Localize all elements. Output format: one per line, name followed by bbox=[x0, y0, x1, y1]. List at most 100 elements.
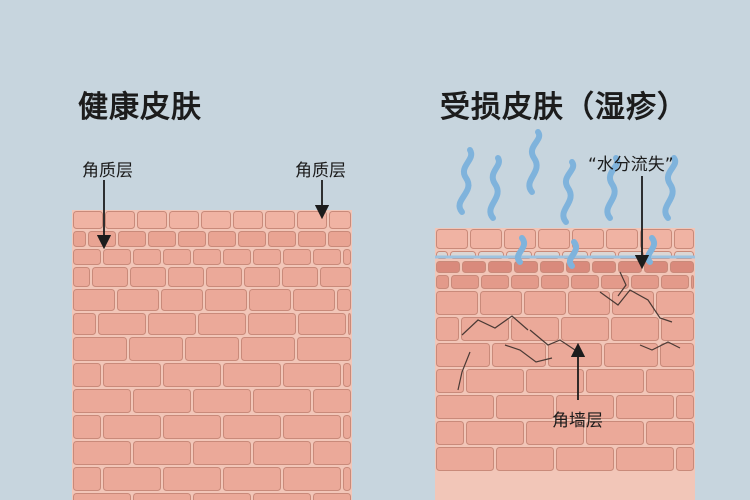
skin-cell bbox=[540, 261, 564, 273]
skin-cell bbox=[561, 317, 609, 341]
skin-cell bbox=[611, 317, 659, 341]
skin-cell bbox=[298, 231, 326, 247]
skin-cell bbox=[313, 493, 351, 500]
skin-cell bbox=[193, 389, 251, 413]
skin-cell bbox=[223, 467, 281, 491]
skin-cell bbox=[238, 231, 266, 247]
skin-cell bbox=[130, 267, 166, 287]
skin-cell bbox=[73, 363, 101, 387]
skin-cell bbox=[133, 389, 191, 413]
skin-cell bbox=[73, 389, 131, 413]
skin-cell bbox=[169, 211, 199, 229]
skin-cell bbox=[461, 317, 509, 341]
skin-cell bbox=[466, 421, 524, 445]
skin-cell bbox=[163, 415, 221, 439]
skin-cell bbox=[253, 249, 281, 265]
skin-cell bbox=[73, 493, 131, 500]
skin-cell bbox=[618, 261, 642, 273]
label-arrows bbox=[96, 176, 650, 400]
skin-cell bbox=[524, 291, 566, 315]
skin-cell bbox=[436, 317, 459, 341]
skin-cell bbox=[168, 267, 204, 287]
water-wave bbox=[560, 159, 577, 225]
skin-cell bbox=[178, 231, 206, 247]
skin-cell bbox=[586, 369, 644, 393]
skin-cell bbox=[249, 289, 291, 311]
healthy-skin-block bbox=[72, 210, 352, 500]
damaged-bottom-label: 角墙层 bbox=[552, 411, 603, 431]
skin-cell bbox=[343, 363, 351, 387]
skin-cell bbox=[586, 421, 644, 445]
skin-cell bbox=[571, 275, 599, 289]
skin-cell bbox=[73, 441, 131, 465]
skin-cell bbox=[223, 249, 251, 265]
skin-cell bbox=[661, 317, 694, 341]
skin-cell bbox=[205, 289, 247, 311]
skin-cell bbox=[436, 275, 449, 289]
skin-cell bbox=[343, 249, 351, 265]
skin-cell bbox=[592, 261, 616, 273]
water-wave bbox=[604, 155, 621, 221]
skin-cell bbox=[646, 369, 694, 393]
crack bbox=[639, 341, 681, 351]
skin-cell bbox=[73, 313, 96, 335]
water-wave bbox=[567, 239, 579, 269]
skin-cell bbox=[511, 275, 539, 289]
skin-cell bbox=[73, 211, 103, 229]
skin-cell bbox=[481, 275, 509, 289]
healthy-label-left: 角质层 bbox=[82, 161, 133, 181]
skin-cell bbox=[313, 389, 351, 413]
skin-cell bbox=[233, 211, 263, 229]
skin-cell bbox=[253, 441, 311, 465]
skin-cell bbox=[118, 231, 146, 247]
skin-cell bbox=[488, 261, 512, 273]
skin-cell bbox=[436, 369, 464, 393]
healthy-label-right: 角质层 bbox=[295, 161, 346, 181]
skin-cell bbox=[73, 415, 101, 439]
skin-cell bbox=[496, 395, 554, 419]
skin-cell bbox=[283, 363, 341, 387]
skin-cell bbox=[601, 275, 629, 289]
water-wave bbox=[662, 155, 679, 221]
skin-cell bbox=[103, 249, 131, 265]
skin-cell bbox=[313, 249, 341, 265]
skin-cell bbox=[105, 211, 135, 229]
skin-cell bbox=[451, 275, 479, 289]
skin-cell bbox=[265, 211, 295, 229]
skin-cell bbox=[117, 289, 159, 311]
damaged-skin-title: 受损皮肤（湿疹） bbox=[440, 90, 688, 125]
skin-cell bbox=[556, 395, 614, 419]
skin-cell bbox=[283, 467, 341, 491]
skin-cell bbox=[137, 211, 167, 229]
skin-cell bbox=[492, 343, 546, 367]
skin-cell bbox=[223, 415, 281, 439]
skin-cell bbox=[73, 231, 86, 247]
skin-cell bbox=[670, 261, 694, 273]
skin-cell bbox=[133, 249, 161, 265]
crack bbox=[529, 329, 579, 353]
healthy-brick-layers bbox=[73, 211, 351, 500]
skin-cell bbox=[283, 249, 311, 265]
skin-cell bbox=[496, 447, 554, 471]
skin-cell bbox=[268, 231, 296, 247]
skin-cell bbox=[148, 231, 176, 247]
skin-cell bbox=[129, 337, 183, 361]
skin-cell bbox=[92, 267, 128, 287]
skin-cell bbox=[320, 267, 351, 287]
crack bbox=[504, 344, 553, 363]
skin-cell bbox=[88, 231, 116, 247]
skin-cell bbox=[674, 229, 694, 249]
skin-cell bbox=[337, 289, 351, 311]
skin-cell bbox=[73, 289, 115, 311]
skin-cell bbox=[185, 337, 239, 361]
skin-cell bbox=[223, 363, 281, 387]
skin-cell bbox=[436, 447, 494, 471]
skin-cell bbox=[161, 289, 203, 311]
skin-cell bbox=[616, 395, 674, 419]
water-wave bbox=[526, 129, 543, 195]
skin-cell bbox=[253, 493, 311, 500]
skin-cell bbox=[436, 229, 468, 249]
skin-cell bbox=[436, 261, 460, 273]
skin-cell bbox=[480, 291, 522, 315]
